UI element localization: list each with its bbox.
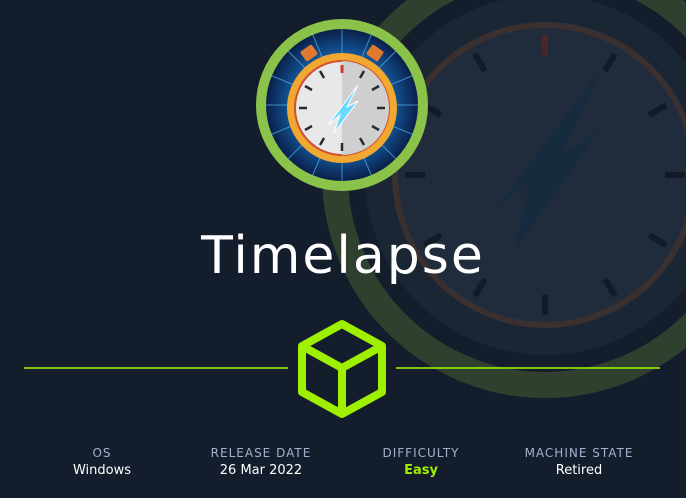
stat-os-value: Windows (72, 463, 132, 478)
stat-release-date: RELEASE DATE 26 Mar 2022 (176, 446, 346, 478)
stat-difficulty-value: Easy (404, 463, 438, 478)
stat-machine-state: MACHINE STATE Retired (494, 446, 664, 478)
machine-name: Timelapse (201, 226, 485, 286)
stat-release-date-label: RELEASE DATE (210, 446, 312, 460)
divider-left (24, 367, 288, 369)
machine-logo-stopwatch-icon (256, 19, 428, 191)
stat-difficulty: DIFFICULTY Easy (336, 446, 506, 478)
cube-icon (298, 320, 386, 418)
stat-os: OS Windows (17, 446, 187, 478)
stat-release-date-value: 26 Mar 2022 (219, 463, 303, 478)
divider-right (396, 367, 660, 369)
stat-machine-state-label: MACHINE STATE (524, 446, 634, 460)
background-stopwatch-icon (322, 0, 686, 398)
stat-machine-state-value: Retired (555, 463, 603, 478)
stat-difficulty-label: DIFFICULTY (382, 446, 460, 460)
stat-os-label: OS (92, 446, 112, 460)
